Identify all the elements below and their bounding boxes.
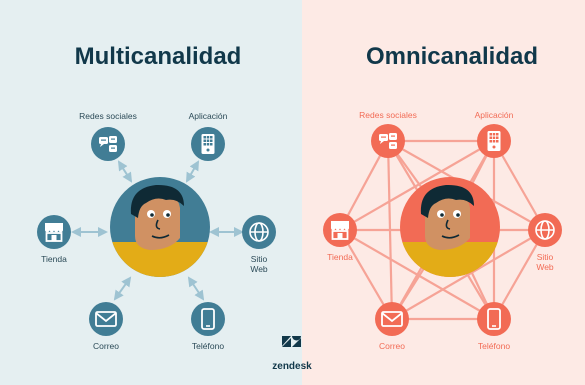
left-envelope-icon <box>89 302 123 336</box>
right-label-mail: Correo <box>379 341 405 351</box>
left-app-keypad-icon <box>191 127 225 161</box>
right-label-store: Tienda <box>327 252 353 262</box>
left-label-app: Aplicación <box>189 111 228 121</box>
left-label-social: Redes sociales <box>79 111 137 121</box>
right-customer-avatar <box>400 177 500 277</box>
zendesk-logo-icon <box>282 336 301 347</box>
right-app-keypad-icon <box>477 124 511 158</box>
arrow-phone <box>187 276 205 301</box>
right-store-awning-icon <box>323 213 357 247</box>
right-globe-icon <box>528 213 562 247</box>
left-globe-icon <box>242 215 276 249</box>
arrow-app <box>185 160 200 183</box>
right-chat-bubbles-icon <box>371 124 405 158</box>
right-title: Omnicanalidad <box>366 43 538 70</box>
right-label-app: Aplicación <box>475 110 514 120</box>
left-title: Multicanalidad <box>75 43 242 70</box>
left-store-awning-icon <box>37 215 71 249</box>
right-envelope-icon <box>375 302 409 336</box>
left-smartphone-icon <box>191 302 225 336</box>
left-label-store: Tienda <box>41 254 67 264</box>
brand-name: zendesk <box>272 361 312 372</box>
arrow-social <box>117 160 133 183</box>
right-smartphone-icon <box>477 302 511 336</box>
left-chat-bubbles-icon <box>91 127 125 161</box>
arrow-mail <box>113 276 132 301</box>
right-label-phone: Teléfono <box>478 341 510 351</box>
left-label-mail: Correo <box>93 341 119 351</box>
left-arrows <box>71 160 244 301</box>
right-label-social: Redes sociales <box>359 110 417 120</box>
left-label-phone: Teléfono <box>192 341 224 351</box>
